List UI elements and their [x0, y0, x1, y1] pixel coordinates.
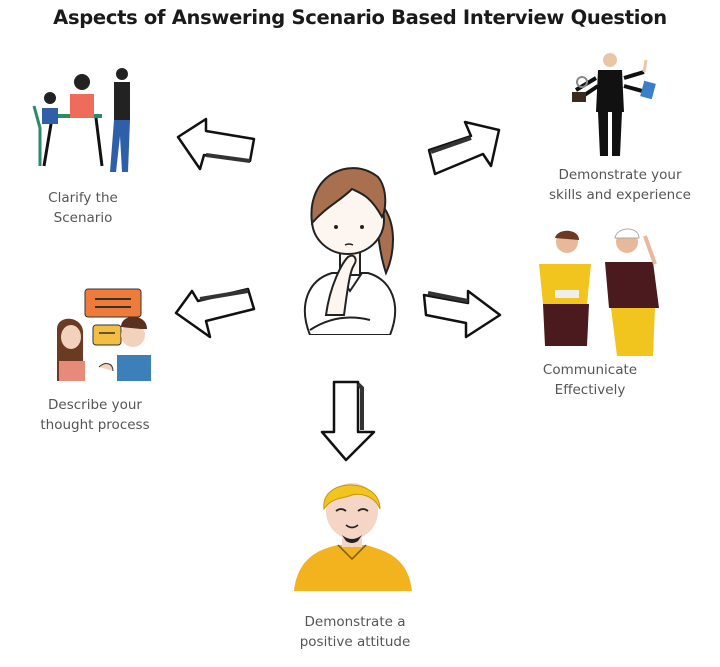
- arrow-up-left-icon: [170, 115, 260, 175]
- family-at-table-illustration: [30, 66, 135, 176]
- multitasking-businessman-illustration: [568, 52, 668, 160]
- arrow-down-left-icon: [172, 285, 262, 345]
- two-men-conversing-illustration: [535, 228, 670, 356]
- two-people-talking-illustration: [55, 285, 155, 385]
- arrow-up-right-icon: [425, 112, 505, 182]
- arrow-down-right-icon: [420, 285, 505, 345]
- center-thinking-woman-illustration: [290, 145, 410, 335]
- arrow-down-icon: [318, 378, 380, 463]
- diagram-title: Aspects of Answering Scenario Based Inte…: [53, 6, 667, 29]
- smiling-man-illustration: [290, 473, 415, 591]
